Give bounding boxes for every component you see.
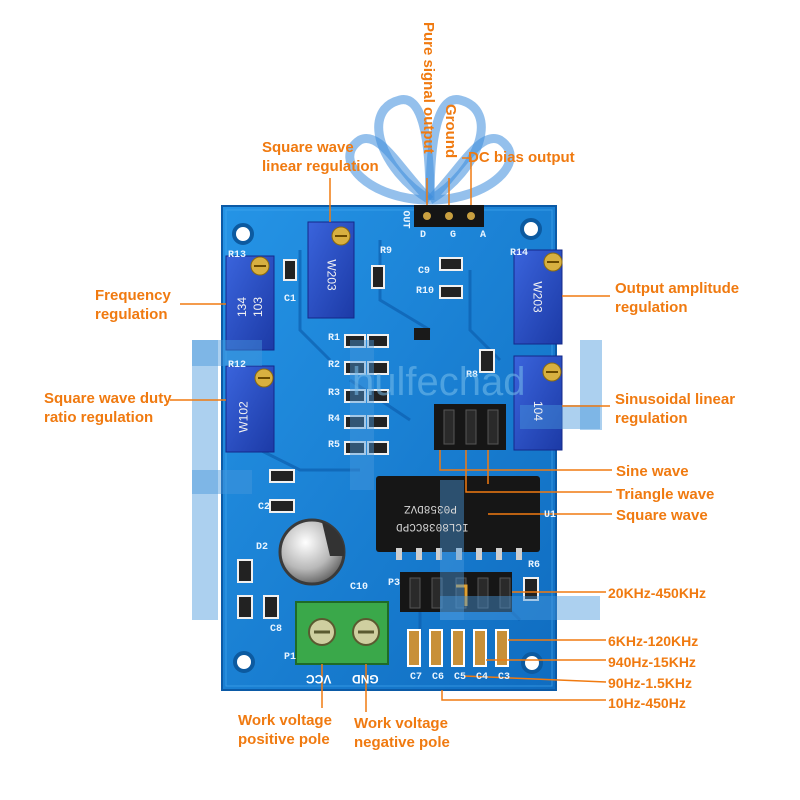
potentiometer-square-linear (307, 221, 355, 319)
silk-r5: R5 (328, 440, 341, 451)
label-work-positive: Work voltage positive pole (238, 712, 332, 748)
chip-marking-2: P0358DVZ (404, 502, 457, 514)
silk-r13: R13 (228, 250, 247, 261)
potentiometer-duty (225, 365, 275, 453)
silk-u1: U1 (544, 510, 557, 521)
label-dc-bias: DC bias output (468, 149, 575, 166)
pot-right-top-text: W203 (530, 281, 545, 313)
silk-r12: R12 (228, 360, 247, 371)
leader-lines (170, 157, 612, 712)
label-range-20khz: 20KHz-450KHz (608, 585, 707, 601)
silk-c6: C6 (432, 672, 445, 683)
terminal-gnd: GND (352, 672, 379, 686)
label-pure-signal: Pure signal output (420, 22, 437, 154)
label-work-negative: Work voltage negative pole (354, 715, 450, 751)
range-jumpers-p3 (400, 572, 512, 612)
chip-marking-1: ICL8038CCPD (396, 520, 469, 532)
terminal-vcc: VCC (306, 672, 332, 686)
capacitor-row (407, 629, 509, 667)
silk-c2: C2 (258, 502, 271, 513)
watermark-letters (192, 340, 602, 620)
screw-terminal (295, 601, 389, 665)
silk-r6: R6 (528, 560, 541, 571)
silk-c5: C5 (454, 672, 467, 683)
pot-top-text: W203 (324, 259, 339, 291)
label-range-10hz: 10Hz-450Hz (608, 695, 686, 711)
logo-watermark-icon (345, 95, 515, 205)
silk-c1: C1 (284, 294, 297, 305)
ic-chip (376, 476, 540, 560)
silk-c3: C3 (498, 672, 511, 683)
silk-c10: C10 (350, 582, 369, 593)
mounting-holes (232, 218, 543, 674)
pot-left-bottom-text: W102 (236, 401, 251, 433)
label-square-wave: Square wave (616, 507, 708, 524)
label-range-940hz: 940Hz-15KHz (608, 654, 696, 670)
silk-c4: C4 (476, 672, 489, 683)
silk-r9: R9 (380, 246, 393, 257)
label-range-6khz: 6KHz-120KHz (608, 633, 699, 649)
silk-c7: C7 (410, 672, 423, 683)
silk-out-pins: D G A (420, 230, 496, 241)
silk-r4: R4 (328, 414, 341, 425)
silk-r2: R2 (328, 360, 341, 371)
silk-d2: D2 (256, 542, 269, 553)
silk-c9: C9 (418, 266, 431, 277)
smd-resistors (237, 257, 539, 619)
label-square-linear: Square wave linear regulation (262, 139, 379, 175)
jumper-header-p2 (434, 404, 506, 450)
transistor (414, 328, 430, 340)
potentiometer-amplitude (513, 249, 563, 345)
label-ground: Ground (442, 104, 459, 159)
pot-left-top-text-2: 103 (251, 296, 266, 318)
silk-p3: P3 (388, 578, 401, 589)
label-output-amplitude: Output amplitude regulation (615, 280, 740, 316)
label-sinusoidal-linear: Sinusoidal linear regulation (615, 391, 736, 427)
potentiometer-frequency (225, 255, 275, 351)
label-triangle-wave: Triangle wave (616, 486, 715, 503)
label-range-90hz: 90Hz-1.5KHz (608, 675, 693, 691)
pot-left-top-text-1: 134 (235, 296, 250, 318)
output-header (414, 205, 484, 227)
silk-r3: R3 (328, 388, 341, 399)
electrolytic-capacitor (278, 518, 346, 586)
silk-out: OUT (399, 210, 411, 229)
silk-r1: R1 (328, 333, 341, 344)
silk-c8: C8 (270, 624, 283, 635)
label-sine-wave: Sine wave (616, 463, 689, 480)
label-duty-ratio: Square wave duty ratio regulation (44, 390, 172, 426)
label-frequency: Frequency regulation (95, 287, 171, 323)
silk-r10: R10 (416, 286, 435, 297)
watermark-text: hulfechad (352, 360, 526, 404)
silk-p1: P1 (284, 652, 297, 663)
pot-right-bottom-text: 104 (531, 400, 546, 422)
silk-r14: R14 (510, 248, 529, 259)
potentiometer-sinusoidal (513, 355, 563, 451)
silk-r8: R8 (466, 370, 479, 381)
